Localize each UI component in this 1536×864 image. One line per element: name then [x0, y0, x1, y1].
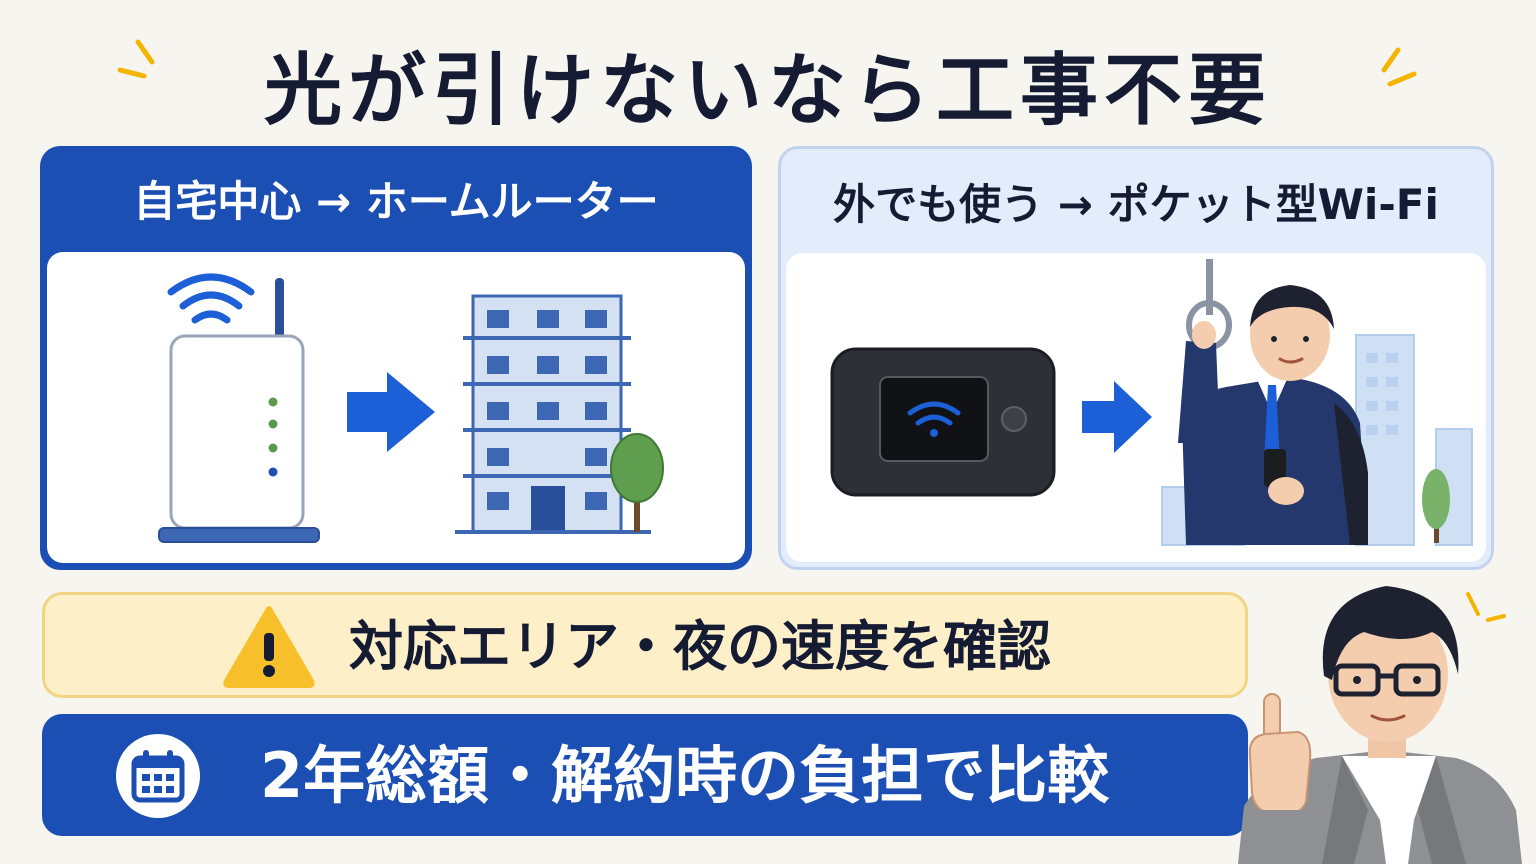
commuter-figure — [1178, 259, 1368, 545]
advisor-character — [1238, 586, 1522, 864]
pocket-wifi-illustration — [786, 253, 1486, 562]
calendar-icon — [116, 734, 200, 818]
home-router-label: 自宅中心 → ホームルーター — [133, 177, 659, 226]
left-sparkle-icon — [117, 39, 155, 79]
home-router-panel: 自宅中心 → ホームルーター — [40, 146, 752, 570]
pocket-wifi-label: 外でも使う → ポケット型Wi-Fi — [833, 180, 1439, 229]
pointing-hand-icon — [1238, 693, 1320, 864]
tree-icon — [1422, 469, 1450, 543]
arrow-right-icon — [1082, 381, 1152, 453]
home-router-illustration — [47, 252, 745, 563]
right-sparkle-icon — [1381, 47, 1417, 87]
router-antenna — [275, 278, 284, 344]
sparkle-icon — [1466, 592, 1506, 622]
wifi-signal-icon — [167, 273, 255, 324]
warning-icon — [223, 606, 315, 688]
pocket-wifi-panel: 外でも使う → ポケット型Wi-Fi — [778, 146, 1494, 570]
arrow-right-icon — [347, 372, 435, 452]
area-speed-notice: 対応エリア・夜の速度を確認 — [42, 592, 1248, 698]
notice-text: 対応エリア・夜の速度を確認 — [349, 615, 1051, 678]
page-title: 光が引けないなら工事不要 — [263, 46, 1272, 136]
apartment-building-icon — [455, 294, 651, 534]
pocket-wifi-device-icon — [830, 347, 1056, 497]
cost-compare-banner: 2年総額・解約時の負担で比較 — [42, 714, 1248, 836]
tree-icon — [610, 433, 664, 532]
home-router-icon — [158, 334, 320, 543]
compare-text: 2年総額・解約時の負担で比較 — [260, 739, 1110, 812]
